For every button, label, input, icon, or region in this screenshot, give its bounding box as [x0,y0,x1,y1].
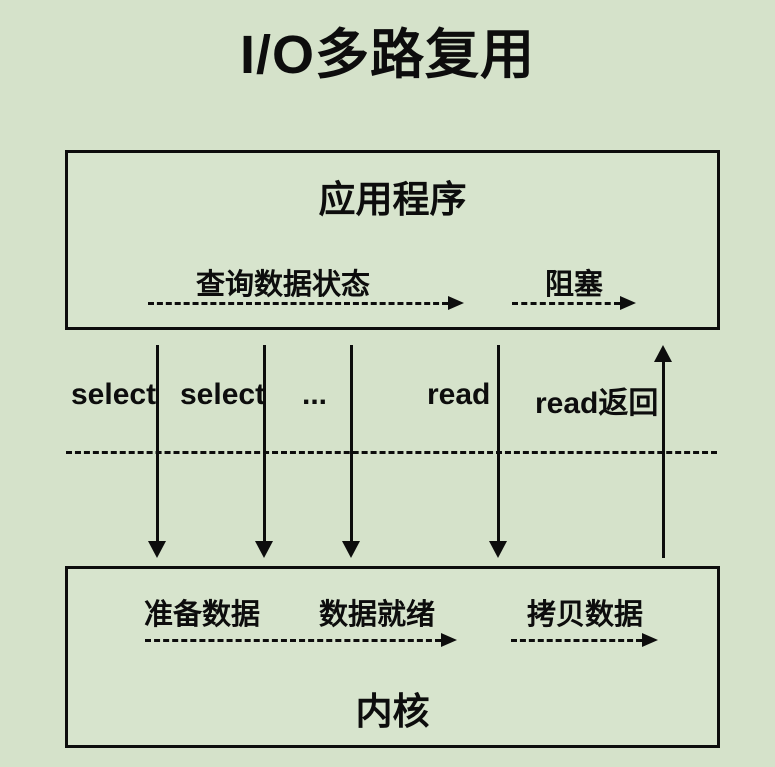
user-kernel-space-divider [66,451,717,454]
arrow-shaft [155,345,159,543]
arrow-head [654,345,672,362]
copy-data-label: 拷贝数据 [527,599,644,631]
arrow-head [148,541,166,558]
select-call-down-arrow-icon [255,345,273,558]
kernel-box: 准备数据 数据就绪 拷贝数据 内核 [65,566,720,748]
query-data-status-arrow-icon [148,296,464,310]
data-ready-label: 数据就绪 [319,599,436,631]
call-label-ellipsis: ... [302,378,328,411]
prepare-data-label: 准备数据 [144,599,261,631]
arrow-shaft [661,360,665,558]
page-title: I/O多路复用 [239,25,535,85]
arrow-head [489,541,507,558]
read-return-up-arrow-icon [654,345,672,558]
copy-data-arrow-icon [511,633,658,647]
call-label-select-2: select [180,378,266,411]
arrow-shaft [349,345,353,543]
query-data-status-label: 查询数据状态 [196,269,371,301]
arrow-shaft [496,345,500,543]
ellipsis-call-down-arrow-icon [342,345,360,558]
call-label-read: read [427,378,491,411]
application-box: 应用程序 查询数据状态 阻塞 [65,150,720,330]
arrow-head [255,541,273,558]
read-call-down-arrow-icon [489,345,507,558]
kernel-box-title: 内核 [355,691,430,732]
arrow-shaft [262,345,266,543]
block-arrow-icon [512,296,636,310]
call-label-read-return: read返回 [535,387,659,420]
application-box-title: 应用程序 [318,179,467,220]
arrow-head [342,541,360,558]
prepare-to-ready-arrow-icon [145,633,457,647]
block-label: 阻塞 [545,269,604,301]
select-call-down-arrow-icon [148,345,166,558]
call-label-select-1: select [71,378,157,411]
